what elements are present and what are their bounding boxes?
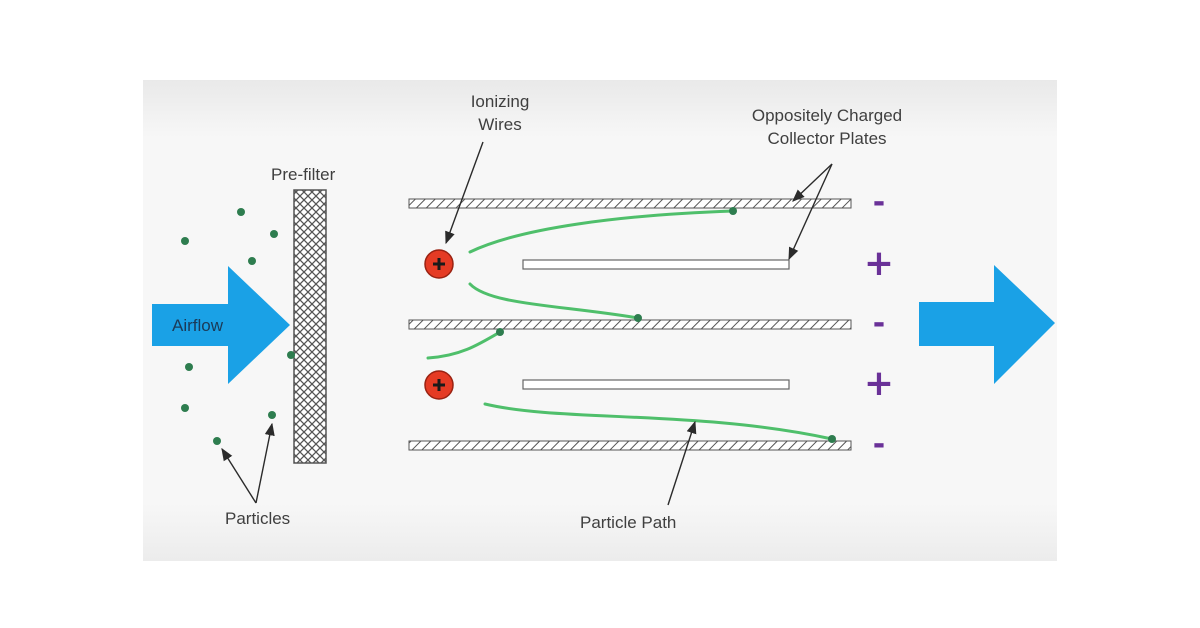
particles-pointer-left (221, 447, 257, 504)
particle-dot (185, 363, 193, 371)
collector-plates-label-line2: Collector Plates (767, 129, 887, 148)
ionizing-wire-upper (424, 249, 454, 279)
particle-dot (268, 411, 276, 419)
particle-dot (496, 328, 504, 336)
pre-filter-mesh (293, 189, 327, 464)
particle-dot (248, 257, 256, 265)
airflow-intake-arrow (152, 266, 290, 384)
particle-dot (729, 207, 737, 215)
particle-dot (181, 404, 189, 412)
particle-dot (213, 437, 221, 445)
collector-plate-positive-lower (522, 379, 790, 390)
collector-plate-negative-bottom (408, 440, 852, 451)
ionizing-wires-label-line1: Ionizing (470, 92, 530, 111)
particles-label: Particles (225, 509, 291, 528)
charge-sign-1: - (872, 185, 886, 220)
collector-plates-label: Oppositely Charged Collector Plates (727, 104, 927, 150)
ionizing-wires-label: Ionizing Wires (450, 90, 550, 136)
particle-dot (237, 208, 245, 216)
collector-plate-negative-top (408, 198, 852, 209)
collector-plates-label-line1: Oppositely Charged (751, 106, 903, 125)
ionizing-wire-lower (424, 370, 454, 400)
charge-sign-2: + (863, 243, 895, 284)
collector-plates-pointer-top (792, 163, 833, 202)
ionizing-wires-pointer (445, 141, 484, 245)
airflow-exhaust-arrow (919, 265, 1055, 384)
particle-path-4 (483, 402, 834, 441)
particle-dot (634, 314, 642, 322)
pre-filter-label: Pre-filter (271, 165, 336, 184)
particles-pointer-right (255, 422, 275, 504)
airflow-label: Airflow (172, 316, 224, 335)
charge-sign-4: + (863, 363, 895, 404)
ionizing-wires-label-line2: Wires (478, 115, 522, 134)
collector-plate-positive-upper (522, 259, 790, 270)
collector-plates-pointer-inner (788, 163, 833, 261)
particle-path-label: Particle Path (580, 513, 677, 532)
particle-dot (828, 435, 836, 443)
particle-dot (270, 230, 278, 238)
charge-sign-5: - (872, 427, 886, 462)
particle-path-2 (468, 282, 640, 320)
particle-path-pointer (667, 420, 697, 506)
particle-path-1 (468, 209, 735, 254)
particle-dot (287, 351, 295, 359)
particle-dot (181, 237, 189, 245)
collector-plate-negative-middle (408, 319, 852, 330)
charge-sign-3: - (872, 306, 886, 341)
particle-path-3 (426, 330, 502, 360)
